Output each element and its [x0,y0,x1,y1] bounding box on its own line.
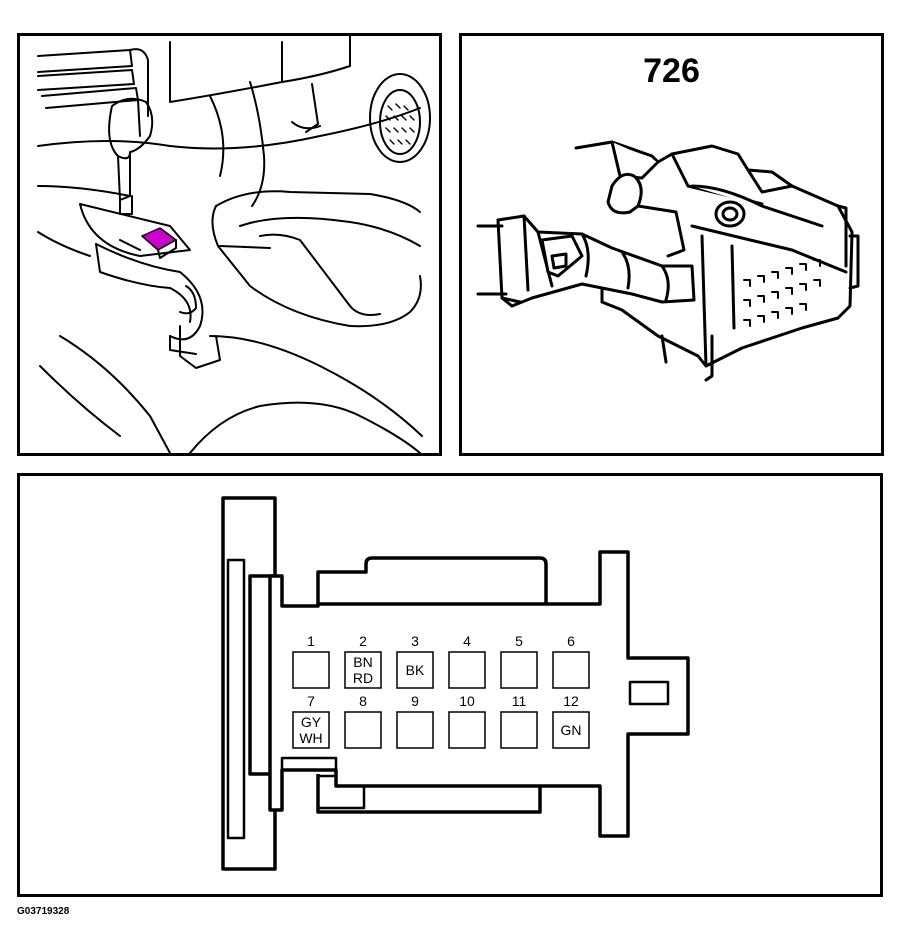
pin-2-wire-color-1: BN [353,654,372,670]
pin-7-wire-color-2: WH [299,730,322,746]
connector-view-panel: 726 [459,33,884,456]
pin-number-7: 7 [307,693,315,709]
pin-12-wire-color: GN [561,722,582,738]
pin-number-5: 5 [515,633,523,649]
connector-3d-illustration [476,140,860,382]
pin-cavity-9 [396,711,434,749]
pin-number-10: 10 [459,693,475,709]
pin-number-11: 11 [512,693,527,709]
pin-cavity-10 [448,711,486,749]
pin-cavity-3 [396,651,434,689]
connector-face-diagram: 1 2 3 4 5 6 7 8 9 10 11 12 BN RD BK GY W… [221,496,690,871]
pin-number-1: 1 [307,633,315,649]
pin-number-4: 4 [463,633,471,649]
pin-number-9: 9 [411,693,419,709]
pin-cavity-5 [500,651,538,689]
pin-3-wire-color: BK [406,662,425,678]
pin-cavity-8 [344,711,382,749]
connector-number-label: 726 [643,52,700,90]
pinout-view-panel: 1 2 3 4 5 6 7 8 9 10 11 12 BN RD BK GY W… [17,473,883,897]
figure-code: G03719328 [17,906,70,917]
pin-cavity-6 [552,651,590,689]
pin-cavity-11 [500,711,538,749]
pin-2-wire-color-2: RD [353,670,373,686]
pin-cavity-12 [552,711,590,749]
pin-cavity-1 [292,651,330,689]
pin-number-12: 12 [563,693,579,709]
pin-cavity-4 [448,651,486,689]
pin-number-2: 2 [359,633,367,649]
pin-cavity-7 [292,711,330,749]
pin-number-6: 6 [567,633,575,649]
pin-7-wire-color-1: GY [301,714,322,730]
location-view-panel [17,33,442,456]
pin-cavity-2 [344,651,382,689]
pin-number-3: 3 [411,633,419,649]
center-console-illustration [37,36,431,453]
pin-number-8: 8 [359,693,367,709]
